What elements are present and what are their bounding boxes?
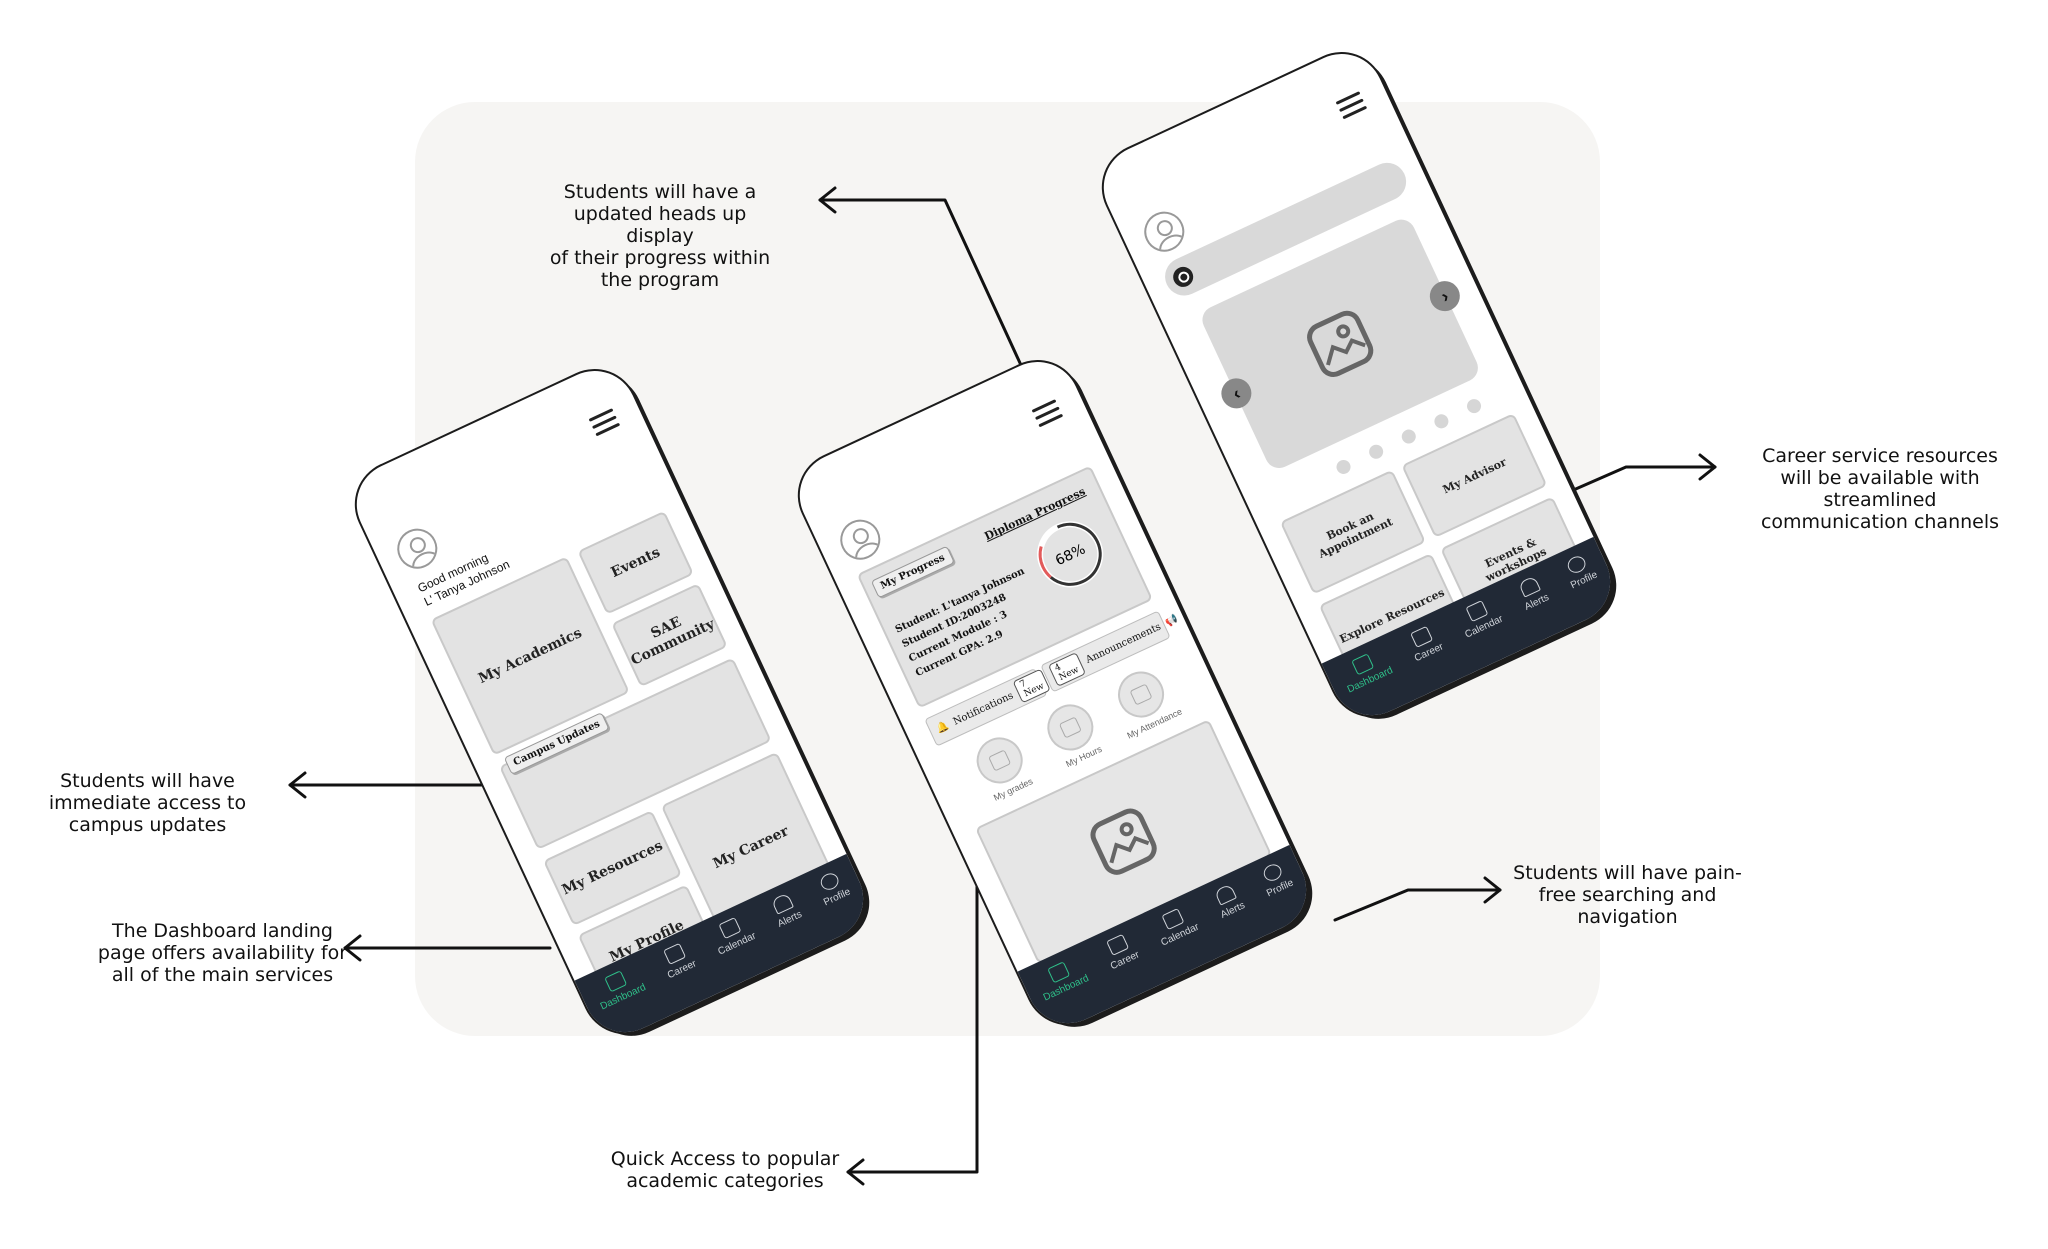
menu-icon[interactable] [1029, 395, 1065, 432]
image-icon [1129, 683, 1153, 706]
student-info: Student: L'tanya Johnson Student ID:2003… [893, 565, 1027, 680]
person-icon [1565, 553, 1589, 576]
carousel-dot[interactable] [1464, 396, 1484, 416]
bell-icon [770, 892, 795, 915]
bell-icon: 🔔 [934, 719, 951, 736]
nav-alerts[interactable]: Alerts [1211, 882, 1247, 921]
monitor-icon [604, 970, 628, 993]
featured-image[interactable] [974, 719, 1273, 965]
phone-career: ‹ › Book an Appointment My Advisor Explo… [1090, 40, 1624, 729]
annotation-dashboard: The Dashboard landing page offers availa… [97, 920, 348, 986]
monitor-icon [1047, 961, 1071, 984]
image-icon [1307, 310, 1374, 377]
nav-career[interactable]: Career [1404, 623, 1445, 664]
calendar-icon [1465, 600, 1489, 623]
my-progress-label: My Progress [870, 545, 955, 599]
person-icon [818, 870, 842, 893]
carousel-dot[interactable] [1366, 442, 1386, 462]
nav-profile[interactable]: Profile [1257, 859, 1295, 899]
nav-profile[interactable]: Profile [1561, 551, 1599, 591]
megaphone-icon: 📢 [1163, 613, 1180, 629]
briefcase-icon [663, 942, 687, 965]
annotation-search: Students will have pain- free searching … [1513, 862, 1742, 928]
nav-alerts[interactable]: Alerts [768, 891, 804, 930]
carousel-dot[interactable] [1432, 412, 1451, 431]
monitor-icon [1351, 653, 1375, 676]
annotation-quick: Quick Access to popular academic categor… [610, 1148, 840, 1192]
nav-dashboard[interactable]: Dashboard [590, 964, 648, 1012]
annotation-career: Career service resources will be availab… [1760, 445, 2000, 533]
nav-career[interactable]: Career [1100, 931, 1141, 972]
announcements-badge: 4 New [1047, 652, 1087, 687]
image-icon [1090, 808, 1157, 875]
nav-calendar[interactable]: Calendar [1151, 903, 1201, 949]
nav-career[interactable]: Career [657, 940, 698, 981]
phone-progress: My Progress Diploma Progress Student: L'… [786, 348, 1320, 1037]
image-icon [1058, 716, 1082, 739]
nav-calendar[interactable]: Calendar [708, 912, 758, 958]
avatar[interactable] [390, 522, 444, 576]
nav-dashboard[interactable]: Dashboard [1033, 955, 1091, 1003]
menu-icon[interactable] [1333, 87, 1369, 124]
menu-icon[interactable] [586, 404, 622, 441]
nav-dashboard[interactable]: Dashboard [1337, 647, 1395, 695]
nav-calendar[interactable]: Calendar [1455, 595, 1505, 641]
progress-ring: 68% [1037, 521, 1104, 588]
person-icon [1261, 861, 1285, 884]
annotation-campus: Students will have immediate access to c… [48, 770, 247, 836]
briefcase-icon [1106, 933, 1130, 956]
nav-profile[interactable]: Profile [814, 868, 852, 908]
progress-card[interactable]: My Progress Diploma Progress Student: L'… [856, 465, 1154, 709]
progress-percent: 68% [1053, 541, 1088, 569]
avatar[interactable] [1137, 205, 1191, 259]
briefcase-icon [1410, 625, 1434, 648]
calendar-icon [1161, 908, 1185, 931]
bell-icon [1517, 575, 1542, 598]
calendar-icon [718, 917, 742, 940]
search-icon[interactable] [1169, 263, 1197, 291]
avatar[interactable] [833, 513, 887, 567]
nav-alerts[interactable]: Alerts [1515, 574, 1551, 613]
image-icon [988, 749, 1012, 772]
carousel-image[interactable] [1197, 215, 1483, 473]
carousel-dot[interactable] [1399, 427, 1419, 446]
annotation-hud: Students will have a updated heads up di… [549, 181, 771, 291]
carousel-dot[interactable] [1334, 457, 1353, 477]
bell-icon [1213, 883, 1238, 906]
